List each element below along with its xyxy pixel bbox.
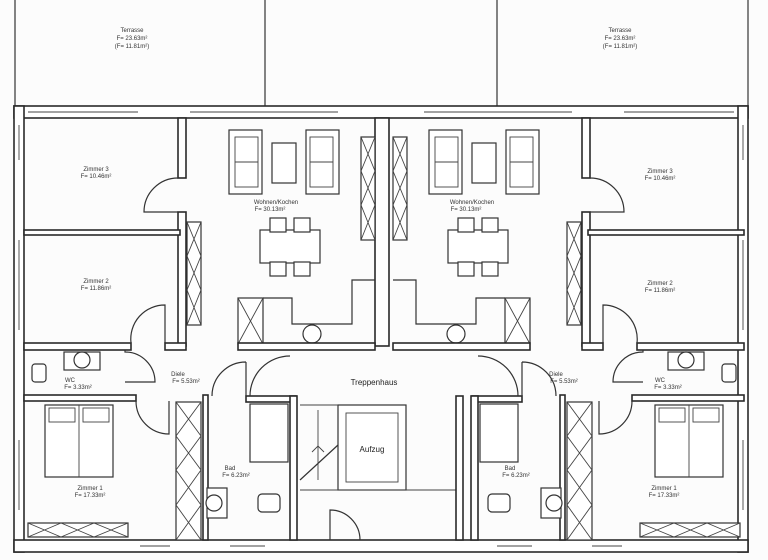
room-name: WC xyxy=(655,378,666,384)
right-unit-labels: Zimmer 3 F= 10.46m² Zimmer 2 F= 11.86m² … xyxy=(450,169,682,499)
room-area: F= 11.86m² xyxy=(81,286,111,292)
room-area: F= 30.13m² xyxy=(451,207,482,213)
svg-text:F= 23.63m²: F= 23.63m² xyxy=(605,36,636,42)
room-area: F= 5.53m² xyxy=(550,379,578,385)
room-area: F= 3.33m² xyxy=(654,385,682,391)
room-area: F= 30.13m² xyxy=(255,207,286,213)
room-area: F= 10.46m² xyxy=(81,174,112,180)
room-name: Bad xyxy=(225,466,236,472)
treppenhaus-geometry xyxy=(249,355,519,541)
svg-text:(F= 11.81m²): (F= 11.81m²) xyxy=(115,44,149,50)
room-area: F= 10.46m² xyxy=(645,176,676,182)
room-name: Zimmer 2 xyxy=(647,281,673,287)
room-area: F= 5.53m² xyxy=(172,379,200,385)
room-area: F= 3.33m² xyxy=(64,385,92,391)
terrace-left-label: Terrasse F= 23.63m² (F= 11.81m²) xyxy=(115,28,149,50)
room-area: F= 11.86m² xyxy=(645,288,675,294)
room-name: Wohnen/Kochen xyxy=(450,200,494,206)
room-name: Zimmer 2 xyxy=(83,279,109,285)
room-area: F= 17.33m² xyxy=(649,493,680,499)
svg-text:(F= 11.81m²): (F= 11.81m²) xyxy=(603,44,637,50)
outer-walls xyxy=(13,105,749,553)
room-area: F= 6.23m² xyxy=(222,473,250,479)
room-name: Zimmer 1 xyxy=(77,486,103,492)
unit-right-geometry xyxy=(392,117,745,541)
room-area: F= 17.33m² xyxy=(75,493,106,499)
room-name: WC xyxy=(65,378,76,384)
terrace-lines xyxy=(14,0,749,110)
room-area: F= 6.23m² xyxy=(502,473,530,479)
svg-text:Terrasse: Terrasse xyxy=(120,28,144,34)
unit-left-geometry xyxy=(23,117,376,541)
center-wall xyxy=(374,117,390,347)
room-name: Zimmer 3 xyxy=(83,167,109,173)
room-name: Diele xyxy=(549,372,563,378)
svg-text:Terrasse: Terrasse xyxy=(608,28,632,34)
room-name: Zimmer 1 xyxy=(651,486,677,492)
left-unit-labels: Zimmer 3 F= 10.46m² Zimmer 2 F= 11.86m² … xyxy=(64,167,298,499)
aufzug-label: Aufzug xyxy=(360,445,385,454)
terrace-right-label: Terrasse F= 23.63m² (F= 11.81m²) xyxy=(603,28,637,50)
treppenhaus-label: Treppenhaus xyxy=(351,378,398,387)
room-name: Zimmer 3 xyxy=(647,169,673,175)
room-name: Bad xyxy=(505,466,516,472)
room-name: Wohnen/Kochen xyxy=(254,200,298,206)
svg-text:F= 23.63m²: F= 23.63m² xyxy=(117,36,148,42)
room-name: Diele xyxy=(171,372,185,378)
